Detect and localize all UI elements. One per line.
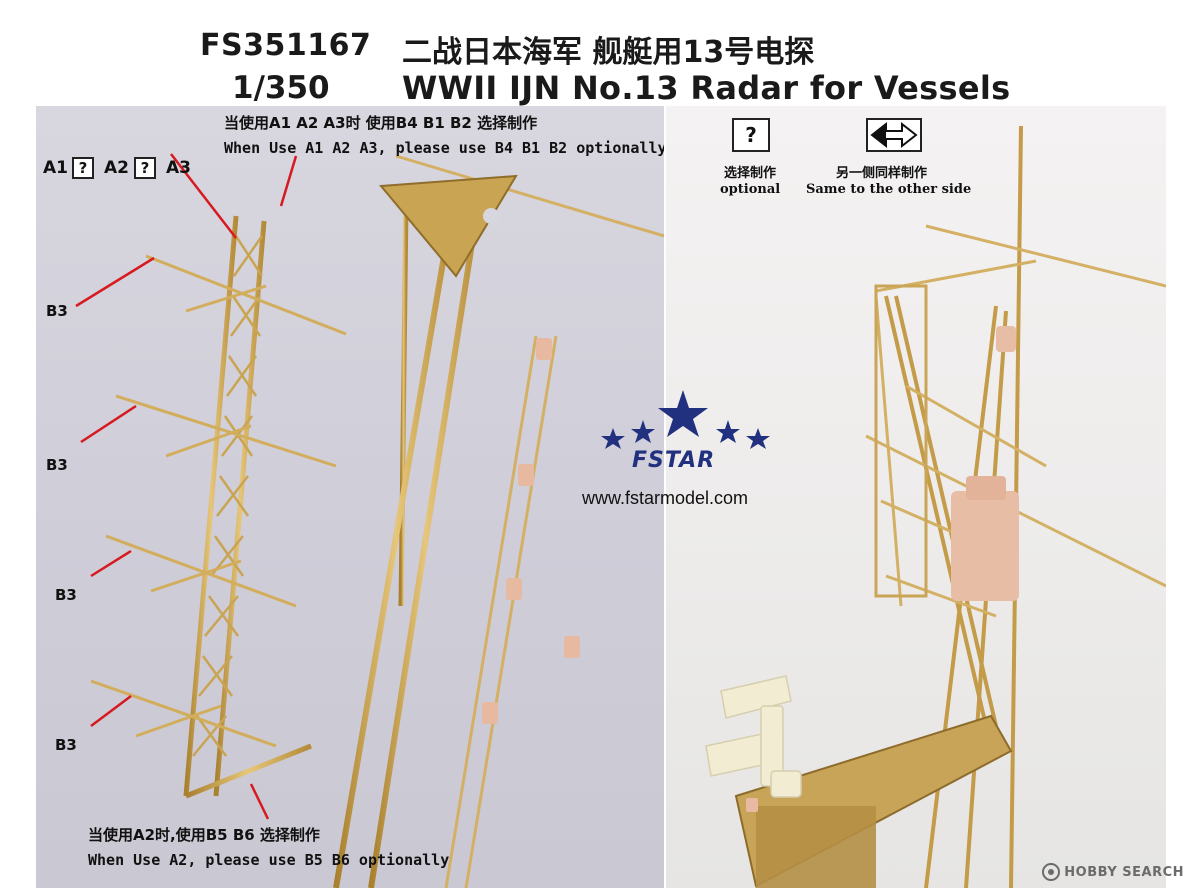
- note-bottom-chinese: 当使用A2时,使用B5 B6 选择制作: [88, 826, 320, 844]
- hobby-search-watermark: HOBBY SEARCH: [1042, 862, 1184, 882]
- product-scale: 1/350: [232, 70, 330, 106]
- brand-name: FSTAR: [632, 448, 716, 473]
- note-top-english: When Use A1 A2 A3, please use B4 B1 B2 o…: [224, 139, 664, 157]
- part-label-b3: B3: [46, 456, 68, 474]
- part-label-a3: A3: [166, 158, 191, 178]
- hobby-search-logo-icon: [1042, 863, 1061, 881]
- double-arrow-icon: [870, 121, 918, 149]
- legend-same-side-symbol: [866, 118, 922, 152]
- part-label-a2: A2: [104, 158, 129, 178]
- part-label-b3: B3: [46, 302, 68, 320]
- header: FS351167 二战日本海军 舰艇用13号电探 1/350 WWII IJN …: [0, 0, 1200, 107]
- brand-stars-icon: [601, 390, 770, 449]
- optional-symbol-a2: ?: [134, 157, 156, 179]
- photo-left-radar-closeup: A1 ? A2 ? A3 当使用A1 A2 A3时 使用B4 B1 B2 选择制…: [36, 106, 664, 888]
- note-bottom-english: When Use A2, please use B5 B6 optionally: [88, 851, 450, 869]
- legend-optional-english: optional: [720, 182, 781, 197]
- legend-optional-symbol: ?: [732, 118, 770, 152]
- product-title-chinese: 二战日本海军 舰艇用13号电探: [402, 35, 815, 70]
- legend-optional-chinese: 选择制作: [724, 166, 777, 181]
- legend-same-english: Same to the other side: [806, 182, 972, 197]
- product-title-english: WWII IJN No.13 Radar for Vessels: [402, 69, 1011, 107]
- photo-right-mast-assembly: ? 选择制作 optional 另一侧同样制作 Same to the othe…: [666, 106, 1166, 888]
- product-code: FS351167: [200, 28, 372, 63]
- brand-url: www.fstarmodel.com: [582, 488, 749, 508]
- legend-same-chinese: 另一侧同样制作: [836, 166, 928, 181]
- watermark-text: HOBBY SEARCH: [1064, 864, 1184, 880]
- mast-assembly-illustration: [705, 125, 1166, 888]
- part-label-b3: B3: [55, 736, 77, 754]
- part-label-a1: A1: [43, 158, 68, 178]
- note-top-chinese: 当使用A1 A2 A3时 使用B4 B1 B2 选择制作: [224, 114, 538, 132]
- optional-symbol-a1: ?: [72, 157, 94, 179]
- radar-frame-illustration: [75, 153, 664, 888]
- brand-block: FSTAR www.fstarmodel.com: [580, 388, 800, 518]
- part-label-b3: B3: [55, 586, 77, 604]
